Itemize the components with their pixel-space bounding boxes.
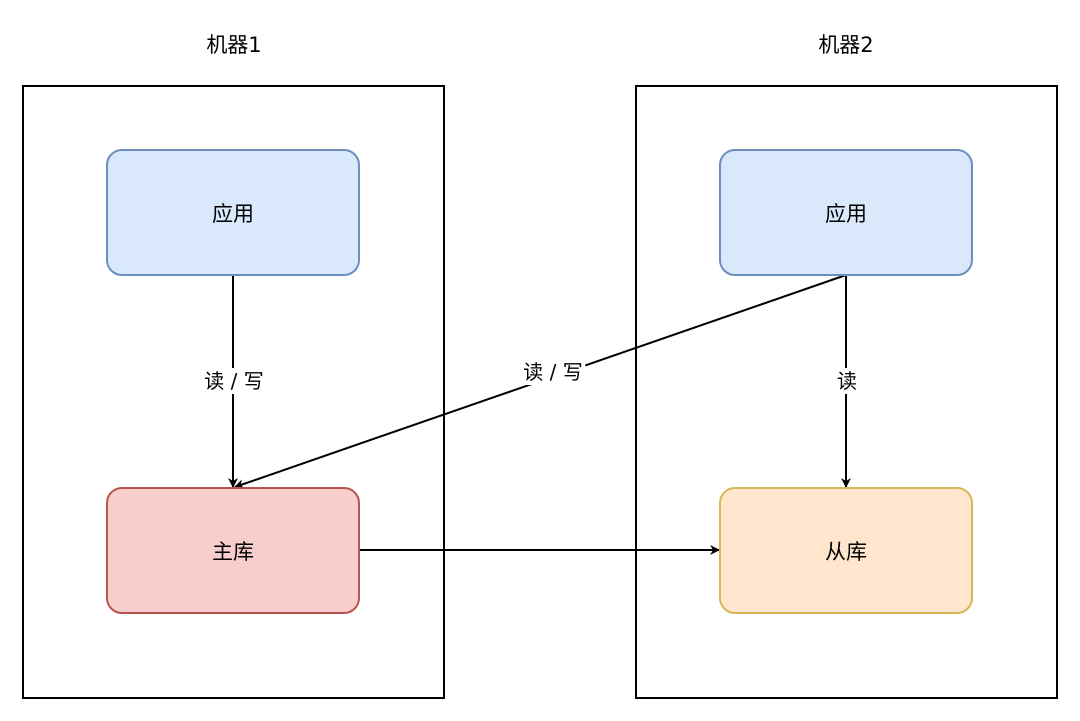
app-node-machine-2: 应用: [719, 149, 973, 276]
machine-2-title: 机器2: [818, 33, 874, 57]
edge-label-app2-slave: 读: [834, 368, 860, 394]
slave-db-node: 从库: [719, 487, 973, 614]
edge-label-app1-master: 读 / 写: [201, 368, 267, 394]
master-db-node: 主库: [106, 487, 360, 614]
edge-label-app2-master: 读 / 写: [520, 359, 586, 385]
machine-1-title: 机器1: [206, 33, 262, 57]
app-node-machine-1: 应用: [106, 149, 360, 276]
